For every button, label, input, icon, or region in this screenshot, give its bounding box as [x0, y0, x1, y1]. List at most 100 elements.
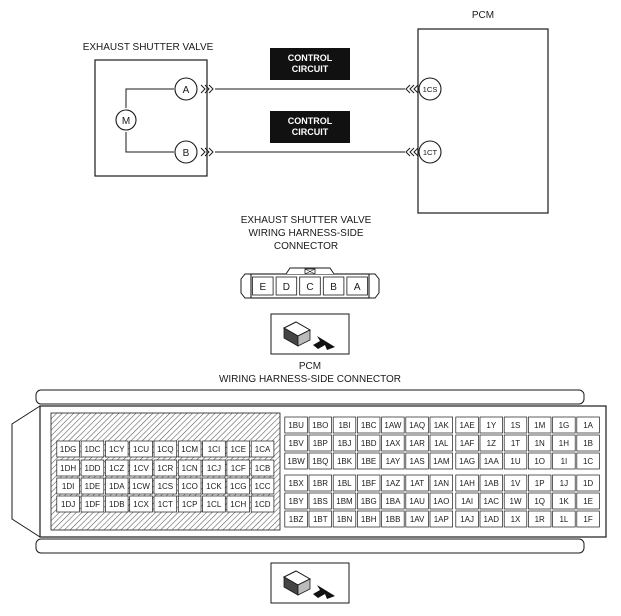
pcm-middle-pin-cell	[308, 492, 332, 510]
motor-symbol	[115, 109, 137, 131]
pcm-middle-pin-label: 1BB	[385, 515, 400, 524]
pcm-left-pin-cell	[129, 495, 153, 513]
valve-connector-pin-cell	[275, 276, 298, 296]
pcm-right-pin-cell	[552, 452, 576, 470]
pcm-middle-pin-cell	[357, 492, 381, 510]
pcm-right-pin-label: 1H	[559, 439, 569, 448]
pcm-middle-pin-label: 1BK	[337, 457, 353, 466]
pcm-left-pin-cell	[105, 459, 129, 477]
pcm-right-pin-cell	[503, 510, 528, 528]
pcm-middle-pin-label: 1AM	[433, 457, 450, 466]
pcm-right-pin-label: 1A	[583, 421, 593, 430]
pcm-middle-pin-label: 1AU	[409, 497, 425, 506]
pcm-middle-pin-cell	[332, 474, 357, 492]
pcm-middle-pin-label: 1AZ	[386, 479, 401, 488]
pcm-right-pin-cell	[576, 474, 600, 492]
pcm-middle-pin-cell	[381, 452, 405, 470]
pcm-left-pin-cell	[153, 440, 178, 458]
pcm-left-pin-label: 1CI	[208, 445, 220, 454]
pcm-left-pin-cell	[177, 495, 202, 513]
pcm-terminal-1ct-label: 1CT	[423, 148, 438, 157]
pcm-left-pin-cell	[226, 459, 250, 477]
pcm-middle-pin-label: 1AR	[409, 439, 425, 448]
valve-label: EXHAUST SHUTTER VALVE	[83, 42, 214, 53]
pcm-right-pin-cell	[479, 492, 503, 510]
pcm-left-pin-cell	[80, 495, 105, 513]
pcm-middle-pin-label: 1BR	[313, 479, 329, 488]
pcm-right-pin-cell	[503, 416, 528, 434]
pcm-right-pin-label: 1B	[583, 439, 593, 448]
pcm-middle-pin-cell	[429, 474, 453, 492]
pcm-left-pin-label: 1CK	[206, 482, 222, 491]
pcm-middle-pin-cell	[429, 492, 453, 510]
pcm-middle-pin-label: 1BY	[289, 497, 305, 506]
pcm-right-pin-label: 1S	[511, 421, 521, 430]
pcm-right-pin-cell	[455, 492, 479, 510]
pcm-right-pin-cell	[576, 434, 600, 452]
pcm-right-pin-label: 1G	[559, 421, 570, 430]
pcm-middle-pin-label: 1BF	[361, 479, 376, 488]
pcm-middle-pin-label: 1AS	[410, 457, 425, 466]
pcm-right-pin-cell	[479, 434, 503, 452]
pcm-left-pin-cell	[250, 459, 275, 477]
pcm-right-pin-cell	[479, 452, 503, 470]
pcm-left-pin-label: 1CQ	[157, 445, 173, 454]
pcm-right-pin-label: 1Q	[534, 497, 545, 506]
pcm-middle-pin-label: 1BG	[361, 497, 377, 506]
motor-wiring	[125, 88, 174, 153]
valve-connector-pin-cell	[299, 276, 321, 296]
pcm-left-pin-cell	[202, 495, 226, 513]
pcm-left-pin-label: 1CH	[230, 500, 246, 509]
pcm-right-pin-cell	[528, 474, 552, 492]
pcm-left-pin-cell	[80, 459, 105, 477]
pcm-left-pin-label: 1CX	[133, 500, 149, 509]
view-direction-icon	[270, 313, 350, 355]
pcm-middle-pin-cell	[308, 416, 332, 434]
pcm-right-pin-label: 1M	[534, 421, 545, 430]
valve-connector-pin-cell	[252, 276, 274, 296]
pcm-left-pin-cell	[202, 459, 226, 477]
valve-connector-pin-label: A	[354, 282, 361, 293]
pcm-middle-pin-label: 1AL	[434, 439, 449, 448]
pcm-middle-pin-cell	[308, 452, 332, 470]
pcm-left-pin-label: 1CC	[255, 482, 271, 491]
pcm-left-pin-cell	[80, 440, 105, 458]
pcm-right-pin-label: 1AH	[459, 479, 475, 488]
pcm-middle-pin-cell	[332, 492, 357, 510]
pcm-middle-pin-label: 1BU	[288, 421, 304, 430]
pcm-left-pin-cell	[202, 440, 226, 458]
pcm-right-pin-cell	[528, 492, 552, 510]
pcm-middle-pin-label: 1AQ	[409, 421, 425, 430]
pcm-middle-pin-label: 1BI	[338, 421, 350, 430]
pcm-middle-pin-label: 1AK	[434, 421, 450, 430]
pcm-middle-pin-cell	[357, 434, 381, 452]
pcm-middle-pin-cell	[357, 474, 381, 492]
pcm-middle-pin-label: 1AT	[410, 479, 424, 488]
pcm-left-pin-cell	[177, 440, 202, 458]
pcm-middle-pin-cell	[284, 492, 308, 510]
pcm-left-pin-cell	[177, 459, 202, 477]
pcm-left-pin-label: 1CO	[181, 482, 197, 491]
pcm-right-pin-cell	[576, 416, 600, 434]
valve-connector-title-3: CONNECTOR	[274, 241, 338, 252]
pcm-left-pin-label: 1CV	[133, 464, 149, 473]
pcm-left-pin-cell	[250, 495, 275, 513]
pcm-right-pin-cell	[552, 474, 576, 492]
pcm-middle-pin-label: 1AY	[386, 457, 401, 466]
valve-terminal-a-label: A	[183, 85, 190, 96]
pcm-middle-pin-label: 1BQ	[312, 457, 328, 466]
pcm-middle-pin-cell	[357, 416, 381, 434]
pcm-left-pin-label: 1CJ	[207, 464, 221, 473]
pcm-left-pin-label: 1DI	[62, 482, 74, 491]
pcm-middle-pin-label: 1BA	[385, 497, 401, 506]
pcm-terminal-1ct	[418, 140, 442, 164]
pcm-right-pin-label: 1T	[511, 439, 520, 448]
pcm-right-pin-label: 1AF	[460, 439, 475, 448]
pcm-middle-pin-cell	[405, 492, 429, 510]
pcm-middle-pin-label: 1BH	[361, 515, 377, 524]
valve-terminal-b-label: B	[183, 148, 190, 159]
pcm-middle-pin-cell	[308, 434, 332, 452]
